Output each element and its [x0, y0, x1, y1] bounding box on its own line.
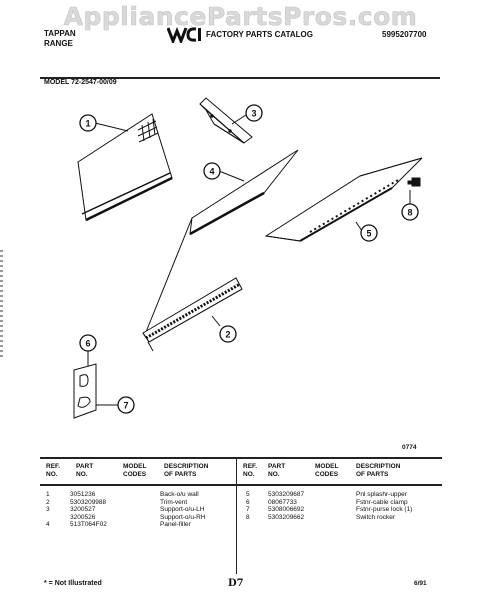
part-cell: 5308006692: [268, 506, 305, 513]
figure-code: 0774: [402, 444, 417, 451]
callout-label-4: 4: [209, 167, 214, 177]
ref-cell: 3: [46, 506, 50, 513]
desc-cell: Trim-vent: [160, 498, 188, 506]
catalog-number: 5995207700: [382, 30, 427, 39]
support-bracket-part: [199, 97, 253, 144]
ref-cell: 8: [246, 513, 250, 521]
part-cell: 3200526: [70, 513, 96, 521]
header-ref-no-left: REF. NO.: [46, 463, 61, 478]
desc-cell: Support-o/u-LH: [160, 506, 205, 513]
callout-label-5: 5: [366, 229, 371, 239]
part-cell: 5303209662: [268, 513, 305, 521]
header-model-codes-left: MODEL CODES: [123, 463, 147, 478]
scan-edge: [0, 250, 3, 360]
brand-line-2: RANGE: [44, 39, 73, 48]
header-ref-no-right: REF. NO.: [243, 463, 258, 478]
callout-label-7: 7: [123, 401, 128, 411]
header-part-no-left: PART NO.: [76, 463, 94, 478]
watermark-text: AppliancePartsPros.com: [63, 2, 418, 32]
ref-cell: 1: [46, 491, 50, 498]
exploded-parts-diagram: 1 2 3 4 5 6 7 8: [73, 97, 423, 419]
callout-label-3: 3: [251, 109, 256, 119]
model-line: MODEL 72-2547-00/09: [44, 79, 117, 86]
header-part-no-right: PART NO.: [268, 463, 286, 478]
page-code: D7: [228, 578, 244, 589]
desc-cell: Fstnr-cable clamp: [356, 498, 408, 506]
part-cell: 5303209687: [268, 491, 305, 498]
ref-cell: 4: [46, 521, 50, 528]
callout-label-1: 1: [85, 119, 90, 129]
part-cell: 3051236: [70, 491, 96, 498]
desc-cell: Back-o/u wall: [160, 491, 199, 498]
callout-circle-6: [79, 334, 97, 352]
back-wall-part: [77, 113, 173, 222]
header-description-right: DESCRIPTION OF PARTS: [356, 463, 401, 478]
callout-circle-8: [401, 203, 419, 221]
ref-cell: 5: [246, 491, 250, 498]
table-column-divider: [236, 458, 237, 574]
ref-cell: 6: [246, 498, 250, 506]
splasher-upper-part: [264, 157, 423, 242]
desc-cell: Switch rocker: [356, 513, 396, 521]
callout-circle-1: [79, 114, 97, 132]
part-cell: 5303209988: [70, 498, 107, 506]
footer-date: 6/91: [414, 580, 427, 587]
desc-cell: Panel-filler: [160, 521, 191, 528]
header-model-codes-right: MODEL CODES: [315, 463, 339, 478]
ref-cell: 2: [46, 498, 50, 506]
part-cell: 08067733: [268, 498, 297, 506]
header-rule: [40, 77, 440, 79]
callout-circle-3: [245, 104, 263, 122]
catalog-title: FACTORY PARTS CATALOG: [206, 30, 313, 39]
callout-label-8: 8: [407, 208, 412, 218]
table-top-rule: [40, 457, 442, 459]
callout-circle-7: [117, 396, 135, 414]
filler-panel-part: [189, 149, 299, 236]
desc-cell: Pnl splashr-upper: [356, 491, 407, 498]
ref-cell: 7: [246, 506, 250, 513]
table-header-rule: [40, 484, 442, 486]
brand-line-1: TAPPAN: [44, 29, 76, 38]
header-description-left: DESCRIPTION OF PARTS: [164, 463, 209, 478]
callout-circle-5: [360, 224, 378, 242]
desc-cell: Fstnr-purse lock (1): [356, 506, 413, 513]
part-cell: 3200527: [70, 506, 96, 513]
footnote-not-illustrated: * = Not Illustrated: [44, 580, 102, 587]
part-cell: 513T064F02: [70, 521, 107, 528]
callout-label-2: 2: [225, 330, 230, 340]
callout-circle-2: [219, 325, 237, 343]
callout-label-6: 6: [85, 339, 90, 349]
wci-logo: [166, 25, 203, 46]
switch-rocker-part: [407, 177, 421, 187]
callout-circle-4: [203, 162, 221, 180]
fasteners-part: [73, 363, 97, 419]
trim-vent-part: [142, 277, 243, 352]
desc-cell: Support-o/u-RH: [160, 513, 206, 521]
